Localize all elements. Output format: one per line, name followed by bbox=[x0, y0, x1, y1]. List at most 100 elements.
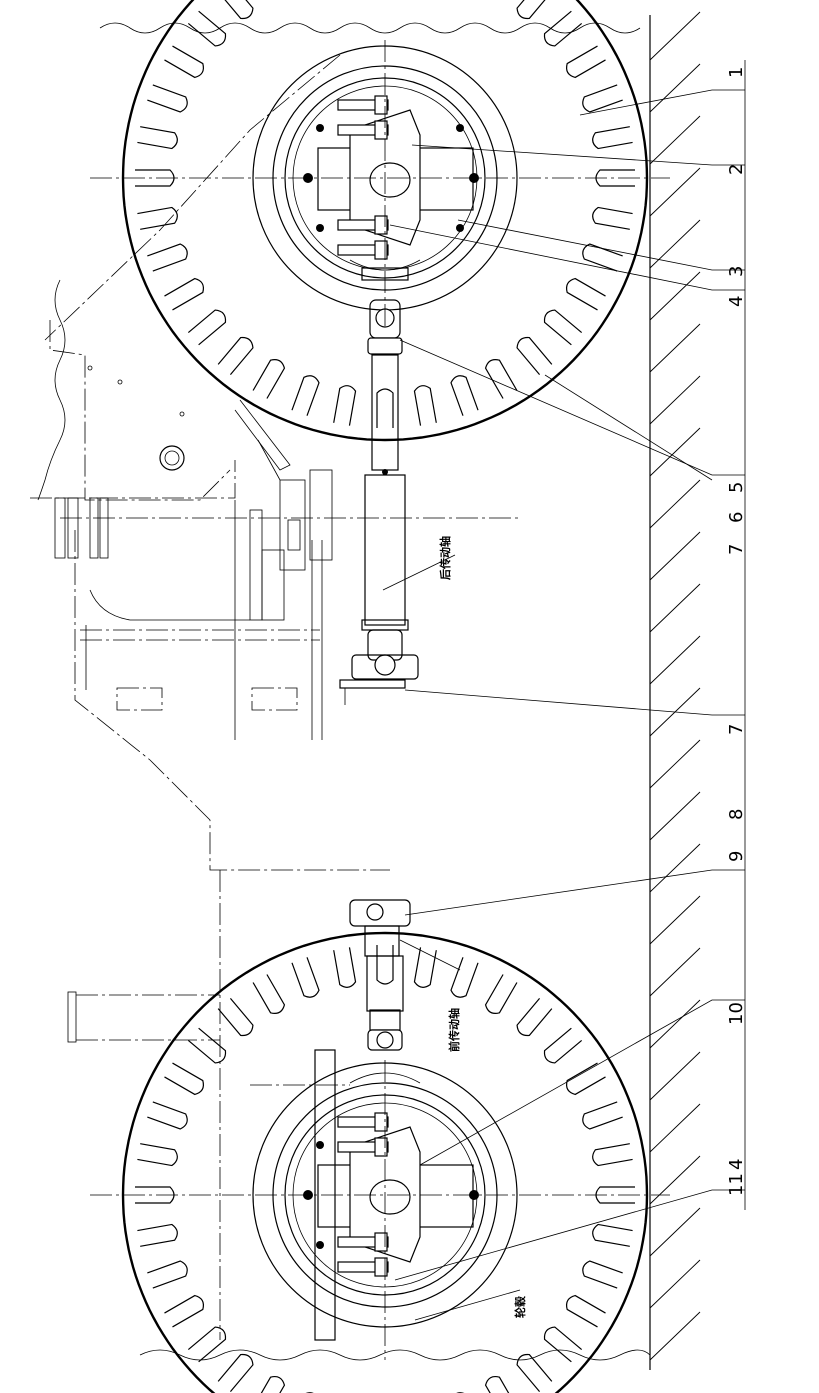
tread-lug bbox=[413, 385, 437, 426]
hatch-line bbox=[649, 323, 701, 373]
tread-lug bbox=[592, 1143, 633, 1167]
tread-lug bbox=[164, 45, 205, 79]
hatch-line bbox=[649, 63, 701, 113]
rear-wheel bbox=[90, 0, 670, 442]
rear-shaft-label: 后传动轴 bbox=[438, 536, 452, 580]
tread-lug bbox=[164, 277, 205, 311]
tread-lug bbox=[484, 1376, 510, 1393]
hatch-line bbox=[649, 1155, 701, 1205]
tread-lug bbox=[333, 385, 357, 426]
hatch-line bbox=[649, 999, 701, 1049]
hatch-line bbox=[649, 479, 701, 529]
tread-lug bbox=[252, 358, 286, 399]
rear-axle-detail bbox=[87, 365, 291, 481]
tread-lug bbox=[147, 1260, 188, 1289]
hatch-line bbox=[649, 1311, 701, 1361]
tread-lug bbox=[224, 0, 254, 20]
hatch-line bbox=[649, 427, 701, 477]
front-bolts bbox=[337, 1112, 389, 1277]
label-2: 2 bbox=[726, 164, 747, 175]
tread-lug bbox=[333, 947, 357, 988]
label-9: 9 bbox=[726, 851, 747, 862]
tread-lug bbox=[137, 206, 178, 230]
tread-lug bbox=[147, 84, 188, 113]
tread-lug bbox=[450, 375, 479, 416]
rear-bolts bbox=[337, 95, 389, 260]
tread-lug bbox=[543, 1027, 583, 1064]
tread-lug bbox=[484, 974, 518, 1014]
tread-lug bbox=[137, 1143, 178, 1167]
tread-lug bbox=[187, 1027, 227, 1064]
hatch-line bbox=[649, 583, 701, 633]
tread-lug bbox=[592, 206, 633, 230]
tread-lug bbox=[516, 997, 553, 1037]
hatch-line bbox=[649, 947, 701, 997]
tread-lug bbox=[187, 1326, 227, 1363]
tread-lug bbox=[516, 336, 553, 376]
hatch-line bbox=[649, 739, 701, 789]
label-11: 11 bbox=[726, 1173, 747, 1196]
break-lines bbox=[37, 22, 651, 1361]
tread-lug bbox=[413, 947, 437, 988]
hatch-line bbox=[649, 375, 701, 425]
hatch-line bbox=[649, 531, 701, 581]
label-7b: 7 bbox=[726, 724, 747, 735]
leader-lines bbox=[382, 60, 746, 1321]
hub-label: 轮毂 bbox=[513, 1295, 527, 1318]
label-4a: 4 bbox=[726, 296, 747, 307]
tread-lug bbox=[137, 1223, 178, 1247]
hatch-line bbox=[649, 11, 701, 61]
label-6: 6 bbox=[726, 512, 747, 523]
vehicle-body-outline bbox=[30, 54, 520, 1340]
tread-lug bbox=[147, 243, 188, 272]
label-3: 3 bbox=[726, 266, 747, 277]
hatch-line bbox=[649, 167, 701, 217]
tread-lug bbox=[543, 10, 583, 47]
hatch-line bbox=[649, 1207, 701, 1257]
hatch-line bbox=[649, 635, 701, 685]
label-5: 5 bbox=[726, 482, 747, 493]
tread-lug bbox=[543, 1326, 583, 1363]
hatch-line bbox=[649, 1259, 701, 1309]
tread-lug bbox=[187, 309, 227, 346]
hatch-line bbox=[649, 843, 701, 893]
tread-lug bbox=[164, 1062, 205, 1096]
label-10: 10 bbox=[726, 1002, 747, 1025]
tread-lug bbox=[582, 243, 623, 272]
tread-lug bbox=[450, 957, 479, 998]
rear-drive-shaft bbox=[339, 337, 419, 705]
hatch-line bbox=[649, 1103, 701, 1153]
label-1: 1 bbox=[726, 67, 747, 78]
tread-lug bbox=[484, 358, 518, 399]
tread-lug bbox=[217, 336, 254, 376]
tread-lug bbox=[164, 1294, 205, 1328]
tread-lug bbox=[291, 375, 320, 416]
tread-lug bbox=[291, 957, 320, 998]
front-shaft-label: 前传动轴 bbox=[447, 1008, 461, 1052]
tread-lug bbox=[217, 1353, 254, 1393]
tread-lug bbox=[217, 997, 254, 1037]
ground-hatching bbox=[649, 11, 701, 1361]
tread-lug bbox=[565, 1062, 606, 1096]
hatch-line bbox=[649, 115, 701, 165]
tread-lug bbox=[516, 0, 546, 20]
hatch-line bbox=[649, 791, 701, 841]
tread-lug bbox=[376, 945, 394, 985]
label-8: 8 bbox=[726, 809, 747, 820]
tread-lug bbox=[582, 1101, 623, 1130]
tread-lug bbox=[543, 309, 583, 346]
tread-lug bbox=[592, 1223, 633, 1247]
label-4b: 4 bbox=[726, 1159, 747, 1170]
tread-lug bbox=[376, 388, 394, 428]
tread-lug bbox=[147, 1101, 188, 1130]
tread-lug bbox=[565, 1294, 606, 1328]
tread-lug bbox=[252, 974, 286, 1014]
tread-lug bbox=[260, 1376, 286, 1393]
annotations: 后传动轴 前传动轴 轮毂 bbox=[438, 536, 527, 1318]
hatch-line bbox=[649, 271, 701, 321]
tread-lug bbox=[187, 10, 227, 47]
hatch-line bbox=[649, 219, 701, 269]
front-wheel bbox=[90, 931, 670, 1393]
hatch-line bbox=[649, 1051, 701, 1101]
